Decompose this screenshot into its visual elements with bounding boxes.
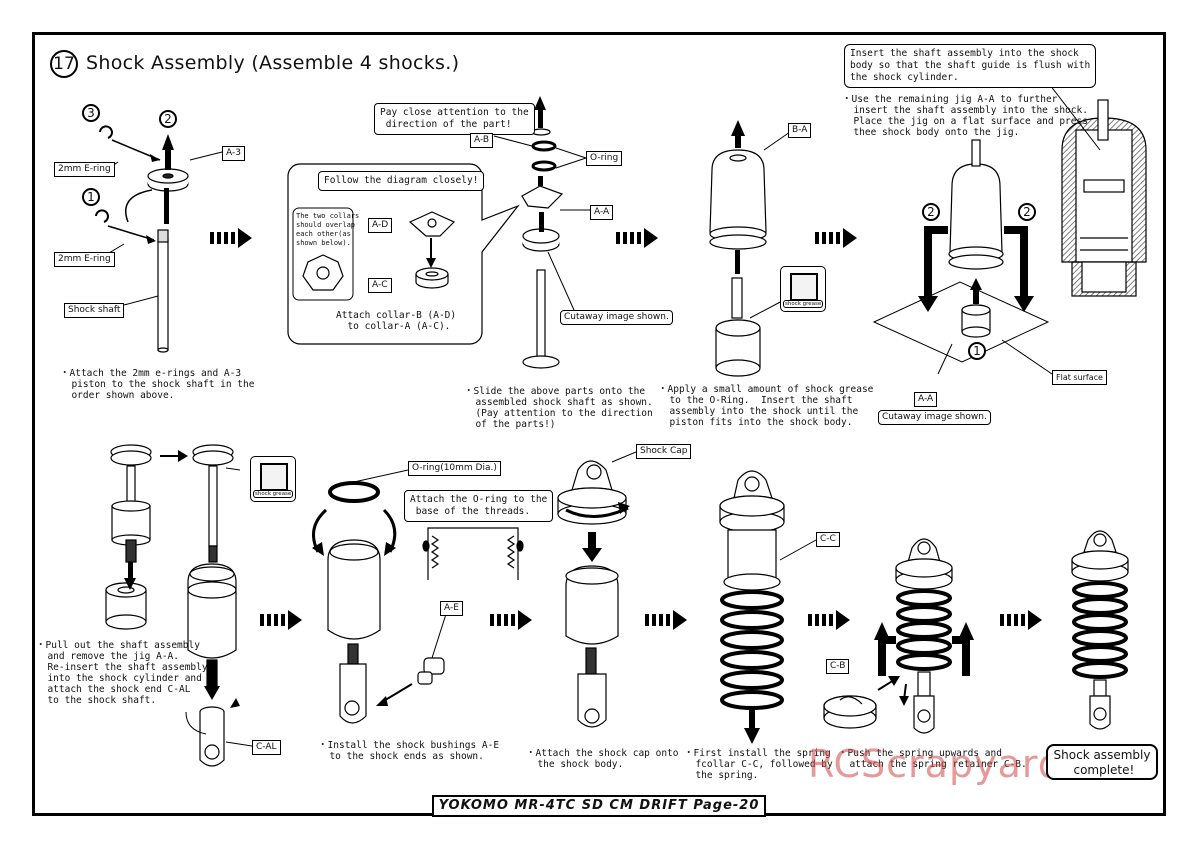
order-number-3: 3: [82, 104, 100, 122]
label-oring: O-ring: [586, 151, 623, 166]
label-cc: C-C: [816, 532, 840, 547]
label-cb: C-B: [826, 659, 850, 674]
next-arrow: [616, 228, 658, 248]
label-aa: A-A: [590, 205, 614, 220]
label-cutaway: Cutaway image shown.: [560, 310, 673, 325]
callout-insert-shaft: Insert the shaft assembly into the shock…: [844, 44, 1097, 88]
next-arrow: [260, 610, 302, 630]
label-flat-surface: Flat surface: [1052, 370, 1107, 385]
label-shock-shaft: Shock shaft: [64, 303, 125, 318]
instruction-step3: ・Apply a small amount of shock grease to…: [658, 384, 874, 428]
instruction-step7: ・Attach the shock cap onto the shock bod…: [526, 748, 679, 770]
label-ad: A-D: [368, 218, 393, 233]
next-arrow: [210, 228, 252, 248]
label-ba: B-A: [788, 123, 812, 138]
label-a3: A-3: [222, 146, 245, 161]
callout-follow: Follow the diagram closely!: [318, 171, 485, 191]
assembly-complete-badge: Shock assembly complete!: [1046, 744, 1158, 780]
next-arrow: [645, 610, 687, 630]
instruction-step8: ・First install the spring fcollar C-C, f…: [684, 748, 833, 781]
callout-attach-collar: Attach collar-B (A-D) to collar-A (A-C).: [336, 310, 457, 332]
order-number-2: 2: [159, 110, 177, 128]
shock-grease-icon: shock grease: [250, 456, 296, 502]
callout-direction: Pay close attention to the direction of …: [374, 103, 535, 135]
order-number-2-right: 2: [1018, 203, 1036, 221]
order-number-2-left: 2: [922, 203, 940, 221]
step-number: 17: [50, 50, 78, 78]
instruction-step9: ・Push the spring upwards and attach the …: [838, 748, 1027, 770]
page-title: Shock Assembly (Assemble 4 shocks.): [86, 52, 460, 74]
callout-attach-oring: Attach the O-ring to the base of the thr…: [404, 490, 554, 522]
label-e-ring-top: 2mm E-ring: [54, 162, 115, 177]
order-number-1: 1: [82, 188, 100, 206]
instruction-step6: ・Install the shock bushings A-E to the s…: [318, 740, 500, 762]
label-cal: C-AL: [252, 740, 281, 755]
shock-grease-label: shock grease: [783, 300, 824, 308]
label-shock-cap: Shock Cap: [636, 444, 692, 459]
instruction-step2: ・Slide the above parts onto the assemble…: [464, 386, 653, 430]
label-oring-10mm: O-ring(10mm Dia.): [408, 461, 501, 476]
instruction-step1: ・Attach the 2mm e-rings and A-3 piston t…: [60, 368, 255, 401]
label-ac: A-C: [368, 278, 392, 293]
order-number-1-right: 1: [968, 342, 986, 360]
shock-grease-label: shock grease: [253, 490, 294, 498]
page-footer: YOKOMO MR-4TC SD CM DRIFT Page-20: [432, 795, 766, 817]
label-aa-jig: A-A: [914, 392, 938, 407]
shock-grease-icon: shock grease: [780, 266, 826, 312]
next-arrow: [1000, 610, 1042, 630]
callout-overlap: The two collars should overlap each othe…: [296, 212, 360, 247]
instruction-step5: ・Pull out the shaft assembly and remove …: [36, 640, 208, 706]
label-ab: A-B: [470, 133, 494, 148]
label-cutaway-jig: Cutaway image shown.: [878, 410, 991, 425]
next-arrow: [490, 610, 532, 630]
next-arrow: [808, 610, 850, 630]
instruction-step4: ・Use the remaining jig A-A to further in…: [842, 94, 1088, 138]
next-arrow: [815, 228, 857, 248]
label-e-ring-bottom: 2mm E-ring: [54, 252, 115, 267]
label-ae: A-E: [440, 601, 463, 616]
